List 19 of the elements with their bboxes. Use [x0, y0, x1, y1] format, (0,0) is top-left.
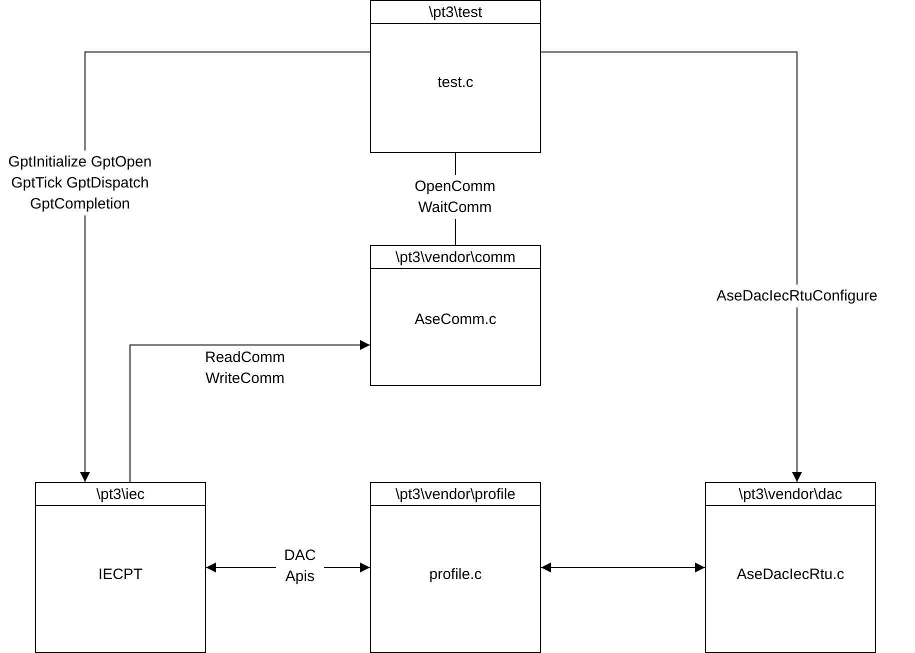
module-path: \pt3\test: [371, 1, 540, 24]
module-file-name: IECPT: [98, 566, 143, 583]
connector-arrow: [540, 52, 802, 482]
module-file-name: AseDacIecRtu.c: [736, 566, 844, 583]
module-path: \pt3\iec: [36, 483, 205, 506]
module-path: \pt3\vendor\dac: [706, 483, 875, 506]
connector-arrow: [130, 340, 370, 482]
module-file-name: profile.c: [429, 566, 482, 583]
module-file-name: test.c: [438, 74, 474, 91]
module-path: \pt3\vendor\profile: [371, 483, 540, 506]
module-path: \pt3\vendor\comm: [371, 246, 540, 269]
connector-arrow: [80, 52, 370, 482]
module-box: [370, 0, 541, 153]
module-box: [705, 482, 876, 653]
module-box: [370, 482, 541, 653]
module-box: [35, 482, 206, 653]
module-box: [370, 245, 541, 386]
module-file-name: AseComm.c: [414, 311, 496, 328]
connector-arrow: [540, 562, 706, 572]
